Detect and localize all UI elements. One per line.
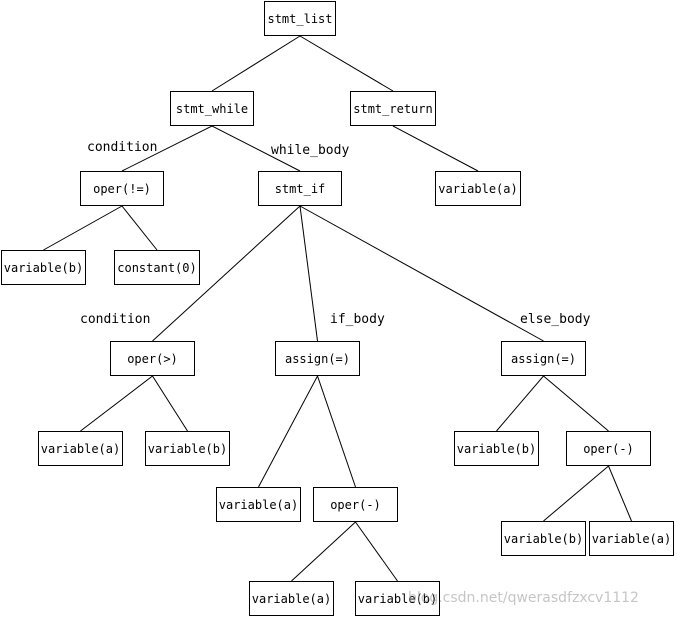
node-assign: assign(=) <box>275 341 360 376</box>
node-variable-a: variable(a) <box>589 521 674 556</box>
tree-edge-a1_op-s1_a <box>291 521 356 582</box>
node-variable-a: variable(a) <box>38 431 123 466</box>
edge-label-while-body: while_body <box>271 143 350 158</box>
tree-edge-cond1-c1_b <box>43 205 123 251</box>
tree-edge-a1_op-s1_b <box>355 521 398 582</box>
tree-edge-asg2-a2_op <box>543 375 609 432</box>
node-oper-neq: oper(!=) <box>80 171 164 206</box>
tree-edge-cond2-c2_a <box>80 375 153 432</box>
tree-edge-if-cond2 <box>152 205 301 342</box>
tree-edge-while-if <box>211 125 301 172</box>
tree-edge-a2_op-s2_a <box>608 465 632 522</box>
tree-edge-if-asg2 <box>299 205 544 342</box>
watermark: blog.csdn.net/qwerasdfzxcv1112 <box>408 590 639 606</box>
tree-edge-asg1-a1_op <box>317 375 356 488</box>
edge-label-else-body: else_body <box>520 312 591 327</box>
tree-edge-a2_op-s2_b <box>543 465 609 522</box>
node-assign: assign(=) <box>501 341 586 376</box>
node-oper-gt: oper(>) <box>110 341 195 376</box>
tree-edge-cond1-c1_0 <box>121 205 158 251</box>
tree-edge-ret-ret_a <box>392 125 479 172</box>
node-oper-minus: oper(-) <box>566 431 651 466</box>
node-variable-b: variable(b) <box>501 521 586 556</box>
node-variable-a: variable(a) <box>435 171 521 206</box>
tree-edge-cond2-c2_b <box>152 375 188 432</box>
node-variable-a: variable(a) <box>249 581 334 616</box>
node-stmt-return: stmt_return <box>350 91 436 126</box>
tree-edge-root-while <box>211 35 301 92</box>
node-variable-b: variable(b) <box>454 431 539 466</box>
tree-edge-asg1-a1_a <box>258 375 318 488</box>
node-constant-0: constant(0) <box>114 250 200 285</box>
node-stmt-while: stmt_while <box>170 91 254 126</box>
edge-label-if-body: if_body <box>330 312 385 327</box>
node-stmt-if: stmt_if <box>258 171 342 206</box>
tree-edge-asg2-a2_b <box>496 375 544 432</box>
node-variable-a: variable(a) <box>216 487 301 522</box>
tree-edge-root-ret <box>299 35 394 92</box>
tree-edge-while-cond1 <box>121 125 213 172</box>
node-variable-b: variable(b) <box>355 581 440 616</box>
tree-edge-if-asg1 <box>299 205 318 342</box>
edge-label-condition: condition <box>80 312 151 327</box>
node-variable-b: variable(b) <box>145 431 230 466</box>
node-oper-minus: oper(-) <box>313 487 398 522</box>
node-variable-b: variable(b) <box>1 250 86 285</box>
node-stmt-list: stmt_list <box>264 1 336 36</box>
edge-label-condition: condition <box>87 140 158 155</box>
